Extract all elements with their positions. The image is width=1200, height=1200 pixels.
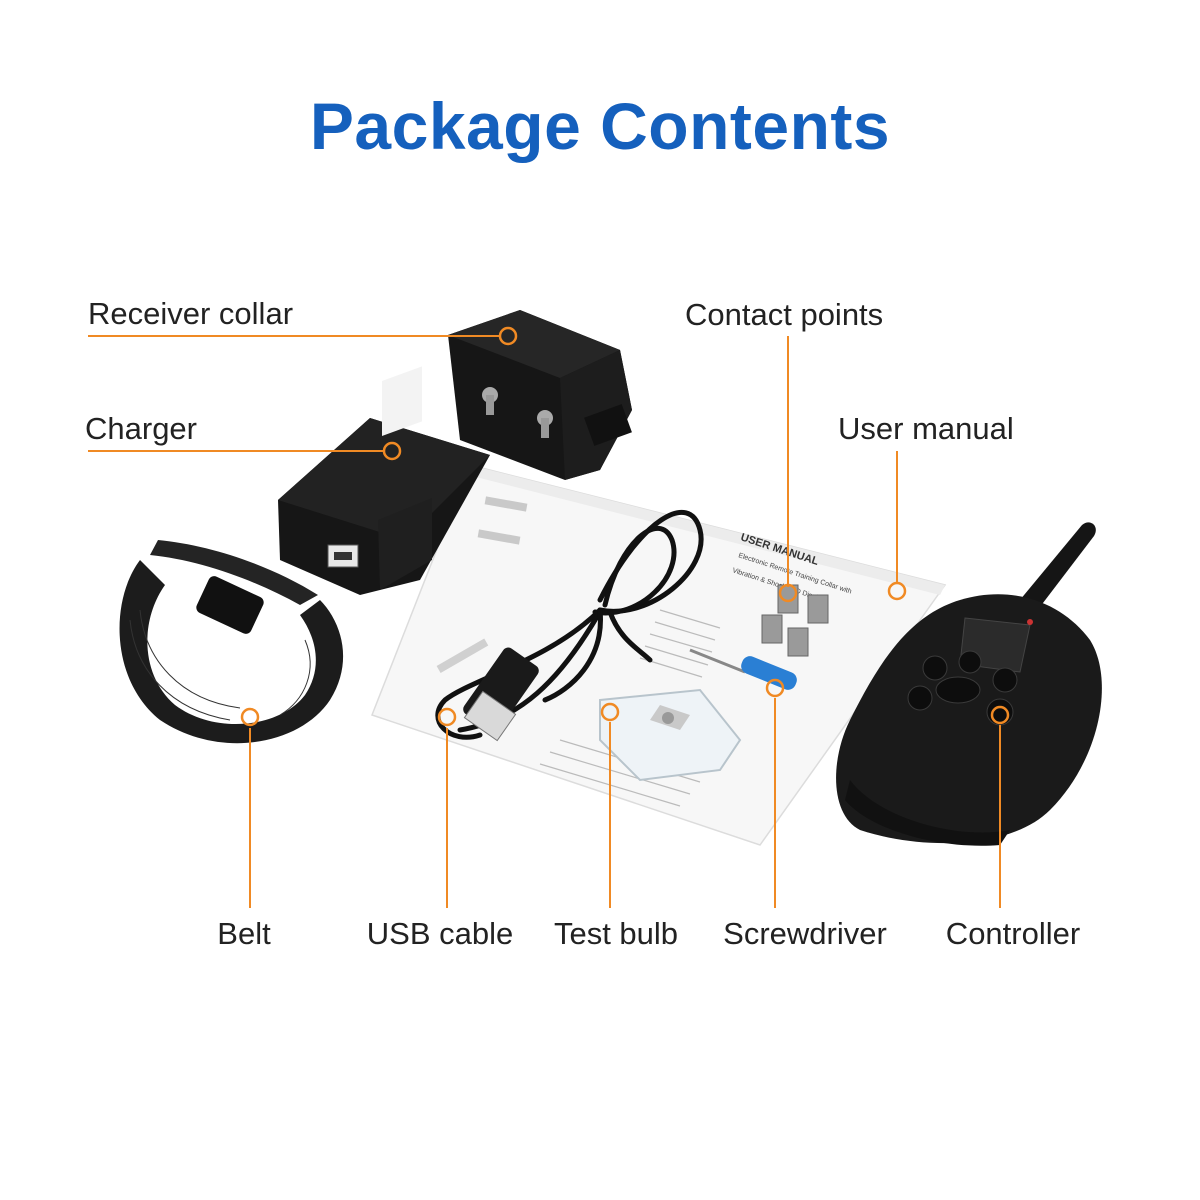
marker-belt [240, 707, 260, 727]
marker-receiver-collar [498, 326, 518, 346]
label-user-manual: User manual [838, 411, 1014, 446]
label-receiver-collar: Receiver collar [88, 296, 294, 331]
marker-usb-cable [437, 707, 457, 727]
label-controller: Controller [945, 916, 1081, 951]
page-title: Package Contents [309, 89, 891, 163]
contact-points-item [761, 584, 829, 657]
user-manual-item: USER MANUAL Electronic Remote Training C… [371, 464, 947, 846]
controller-item [836, 522, 1102, 846]
callout-markers [240, 326, 1010, 727]
label-test-bulb: Test bulb [553, 916, 679, 951]
marker-controller [990, 705, 1010, 725]
label-usb-cable: USB cable [366, 916, 514, 951]
receiver-collar-item [448, 310, 632, 480]
test-bulb-item [599, 688, 742, 782]
charger-item [278, 366, 528, 595]
screwdriver-item [689, 648, 797, 690]
marker-charger [382, 441, 402, 461]
belt-weave [129, 609, 311, 721]
marker-contact-points [778, 583, 798, 603]
marker-screwdriver [765, 678, 785, 698]
marker-test-bulb [600, 702, 620, 722]
marker-user-manual [887, 581, 907, 601]
callout-lines [88, 335, 1001, 908]
belt-item [119, 540, 344, 744]
label-charger: Charger [85, 411, 197, 446]
label-belt: Belt [217, 916, 271, 951]
label-contact-points: Contact points [685, 297, 884, 332]
label-screwdriver: Screwdriver [723, 916, 887, 951]
usb-plug [436, 638, 539, 742]
